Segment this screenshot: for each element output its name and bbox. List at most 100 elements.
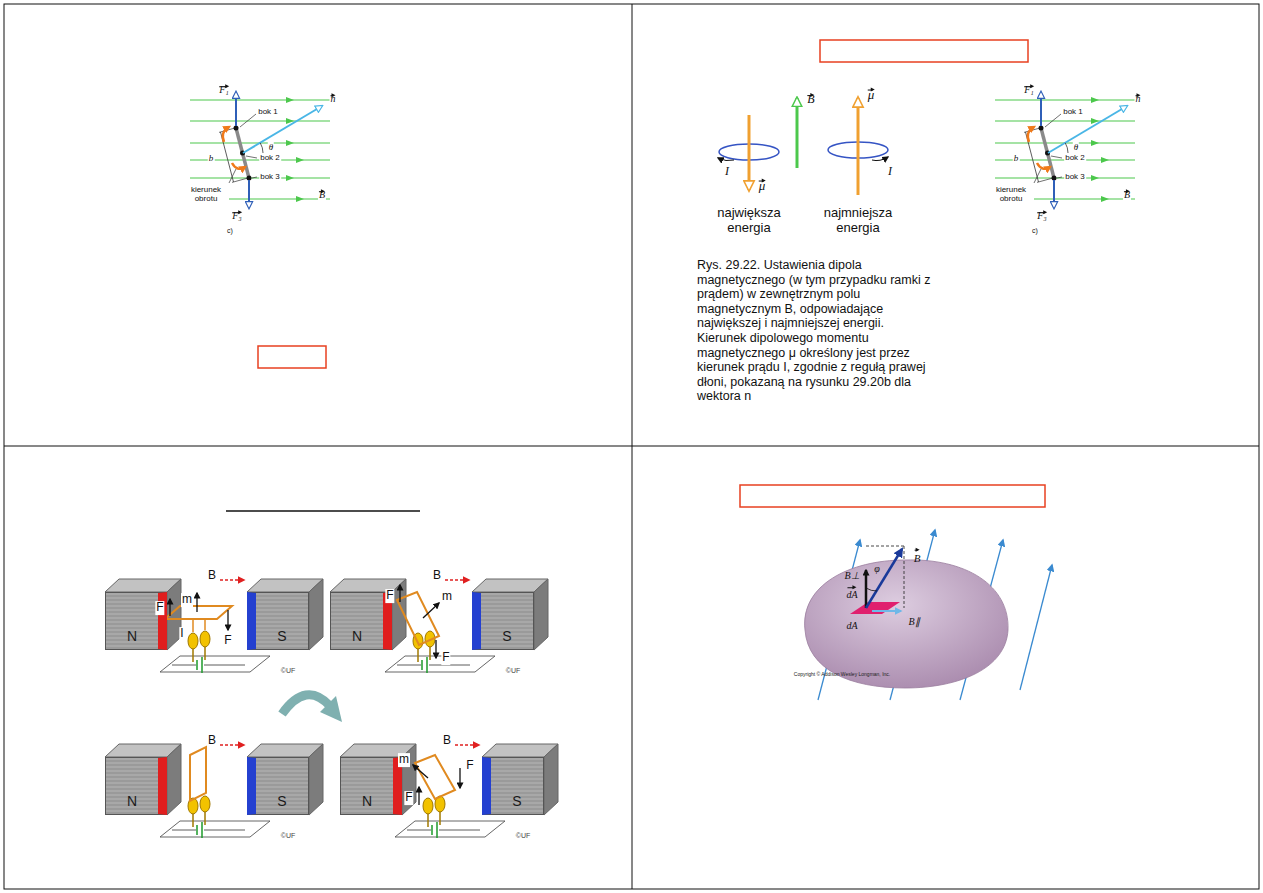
vector-label: B (1123, 189, 1131, 201)
copyright-mark: ©UF (280, 667, 297, 675)
angle-label: φ (874, 563, 880, 575)
coil (190, 747, 206, 801)
coil (415, 755, 455, 799)
normal-component-arrow (865, 570, 868, 608)
field-arrow (220, 744, 244, 745)
component-label: B∥ (908, 616, 919, 628)
vector-label: B (806, 93, 815, 107)
figure-caption: Rys. 29.22. Ustawienia dipola magnetyczn… (697, 258, 933, 404)
coil-lead (204, 619, 206, 630)
pole-letter: S (502, 628, 511, 649)
magnet-faces (472, 579, 548, 650)
figure-letter: c) (226, 227, 234, 235)
current-arrow (872, 157, 888, 161)
dimension-label: b (208, 153, 215, 163)
pole-letter: S (277, 628, 286, 649)
force-label: F (385, 589, 394, 603)
vector-label: F₃ (1036, 210, 1048, 222)
pole-letter: N (362, 793, 372, 814)
grid-line (4, 446, 1259, 447)
part-label: bok 2 (1064, 153, 1086, 162)
field-line (1020, 565, 1052, 690)
title-placeholder-box (258, 346, 326, 368)
part-label: bok 1 (1062, 107, 1084, 116)
component-guide (866, 546, 904, 547)
magnet-faces (247, 579, 323, 650)
vector-label: F₃ (231, 210, 243, 222)
vector-label: μ (758, 179, 767, 194)
dipole-arrow (748, 115, 751, 190)
magnet-block: S (247, 757, 309, 815)
title-placeholder-box (740, 485, 1045, 507)
pole-letter: N (352, 628, 362, 649)
dimension-label: b (1013, 153, 1020, 163)
copyright-mark: ©UF (505, 667, 522, 675)
vector-label: F₁ (218, 84, 230, 96)
force-label: F (223, 634, 232, 648)
field-arrow (220, 579, 244, 580)
force-label: F (404, 791, 413, 805)
magnet-faces (105, 579, 181, 650)
angle-label: θ (1073, 142, 1079, 152)
magnet-faces (105, 744, 181, 815)
field-label: B (432, 569, 442, 583)
angle-arc (866, 588, 877, 591)
magnet-block: N (330, 592, 392, 650)
moment-label: m (181, 593, 193, 607)
force-label: F (465, 759, 474, 773)
vector-label: n (330, 93, 337, 105)
page-border (4, 4, 1259, 889)
magnet-faces (247, 744, 323, 815)
coil (397, 592, 439, 645)
field-arrow (445, 579, 469, 580)
magnet-block: N (105, 757, 167, 815)
force-arrow (435, 640, 436, 658)
energy-label: najmniejsza energia (815, 206, 901, 236)
pole-letter: N (127, 793, 137, 814)
vector-label: dA (846, 585, 857, 601)
component-guide (904, 546, 905, 608)
area-label: dA (846, 620, 857, 632)
pole-letter: S (512, 793, 521, 814)
field-arrow (796, 98, 799, 168)
copyright-note: Copyright © Addison Wesley Longman, Inc. (794, 672, 890, 678)
current-label: I (179, 627, 184, 641)
magnet-block: N (340, 757, 402, 815)
force-arrow (418, 787, 419, 805)
force-arrow (459, 768, 460, 788)
note-label: kierunek obrotu (988, 185, 1034, 203)
part-label: bok 1 (257, 107, 279, 116)
energy-label: największa energia (706, 206, 792, 236)
magnet-faces (330, 579, 406, 650)
note-label: kierunek obrotu (183, 185, 229, 203)
force-arrow (399, 585, 400, 602)
moment-label: m (398, 753, 410, 767)
magnet-block: S (482, 757, 544, 815)
part-label: bok 3 (1064, 172, 1086, 181)
current-label: I (724, 165, 730, 179)
area-element (850, 602, 900, 614)
magnet-block: S (472, 592, 534, 650)
current-arrow (718, 158, 734, 161)
closed-surface (805, 560, 1008, 688)
field-label: B (207, 734, 217, 748)
magnet-faces (482, 744, 558, 815)
dipole-arrow (857, 98, 860, 195)
current-label: I (887, 165, 893, 179)
magnet-block: S (247, 592, 309, 650)
transition-arrowhead (320, 696, 342, 722)
copyright-mark: ©UF (515, 832, 532, 840)
vector-label: F₁ (1023, 84, 1035, 96)
pole-letter: N (127, 628, 137, 649)
field-label: B (442, 734, 452, 748)
vector-label: B (914, 548, 921, 565)
angle-label: θ (268, 142, 274, 152)
title-underline (226, 510, 420, 512)
moment-label: m (441, 590, 453, 604)
vector-label: μ (867, 88, 876, 103)
magnet-faces (340, 744, 416, 815)
title-placeholder-box (820, 40, 1028, 62)
component-label: B⊥ (844, 570, 859, 582)
